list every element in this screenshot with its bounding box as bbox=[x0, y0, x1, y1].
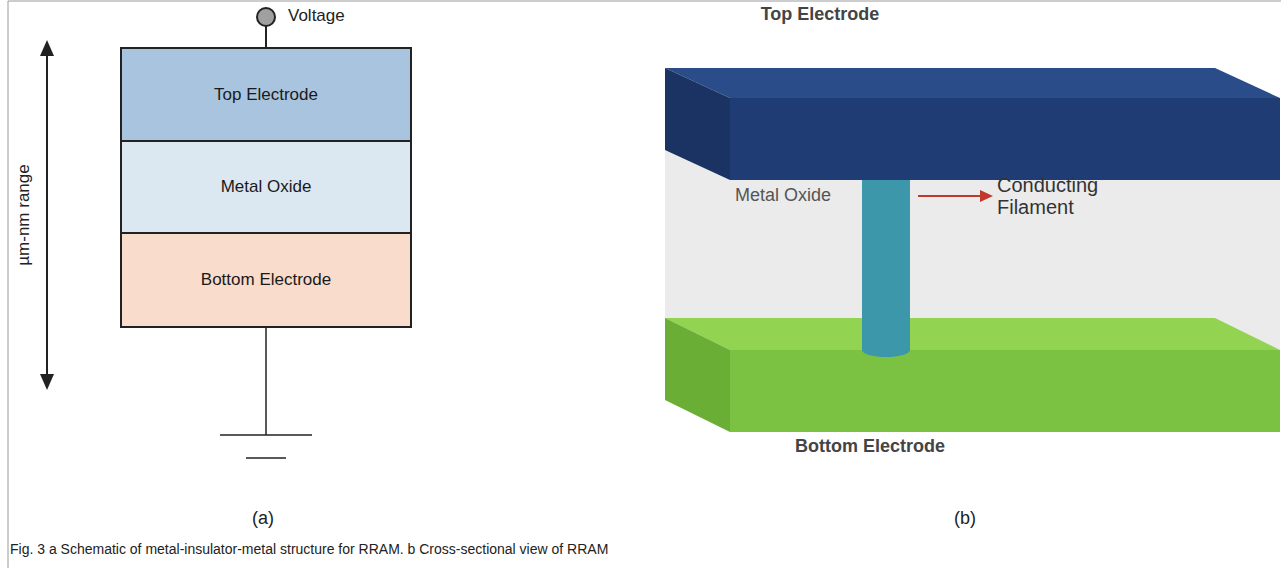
layer-label: Top Electrode bbox=[214, 85, 318, 105]
electrode-slab: Bottom Electrode bbox=[665, 318, 1280, 432]
oxide-region: Metal Oxide bbox=[665, 180, 1280, 318]
wire bbox=[265, 328, 267, 435]
panel-label: (a) bbox=[252, 508, 274, 529]
conducting-filament bbox=[862, 343, 910, 357]
conducting-filament bbox=[862, 160, 910, 350]
leader-arrow bbox=[918, 195, 982, 197]
layer-label: Bottom Electrode bbox=[665, 436, 1075, 457]
terminal-label: Voltage bbox=[288, 6, 345, 26]
wire bbox=[265, 26, 267, 47]
layer-label: Top Electrode bbox=[665, 4, 975, 25]
dimension-line bbox=[46, 52, 48, 378]
ground-symbol bbox=[246, 457, 286, 459]
layer-box: Top Electrode bbox=[120, 47, 412, 142]
top-electrode-slab bbox=[730, 98, 1280, 180]
bottom-electrode-slab bbox=[665, 318, 1280, 350]
layer-box: Bottom Electrode bbox=[120, 232, 412, 328]
top-electrode-slab bbox=[665, 68, 730, 180]
electrode-slab: Top Electrode bbox=[665, 68, 1280, 180]
arrowhead bbox=[40, 374, 54, 390]
bottom-electrode-slab bbox=[665, 318, 730, 432]
voltage-terminal bbox=[257, 8, 275, 26]
top-electrode-slab bbox=[665, 68, 1280, 98]
ground-symbol bbox=[220, 434, 312, 436]
figure-caption: Fig. 3 a Schematic of metal-insulator-me… bbox=[10, 541, 608, 557]
layer-label: Metal Oxide bbox=[735, 185, 831, 206]
layer-box: Metal Oxide bbox=[120, 140, 412, 234]
dimension-label: µm-nm range bbox=[14, 164, 34, 265]
arrowhead bbox=[980, 190, 993, 202]
panel-label: (b) bbox=[954, 508, 976, 529]
bottom-electrode-slab bbox=[730, 350, 1280, 432]
frame-line bbox=[8, 1, 1281, 2]
frame-line bbox=[8, 1, 9, 568]
layer-label: Bottom Electrode bbox=[201, 270, 331, 290]
layer-label: Metal Oxide bbox=[221, 177, 312, 197]
arrowhead bbox=[40, 40, 54, 56]
callout-label: Conducting Filament bbox=[997, 174, 1127, 218]
